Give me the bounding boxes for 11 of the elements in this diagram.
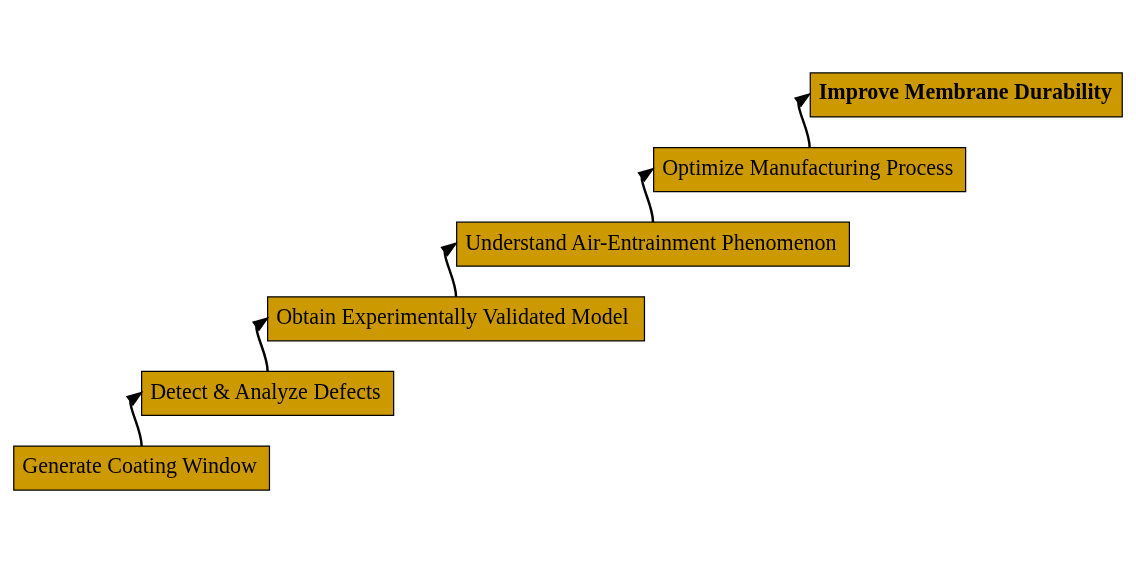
- arrow: [793, 92, 812, 148]
- node-box: Generate Coating Window: [13, 445, 271, 491]
- arrow: [251, 316, 270, 372]
- node-box: Optimize Manufacturing Process: [653, 146, 967, 193]
- node-box: Improve Membrane Durability: [809, 72, 1123, 118]
- node-box: Obtain Experimentally Validated Model: [267, 296, 646, 342]
- arrow: [440, 242, 458, 297]
- node-box: Detect & Analyze Defects: [141, 370, 395, 417]
- arrow: [125, 391, 144, 447]
- node-box: Understand Air-Entrainment Phenomenon: [456, 221, 850, 267]
- arrow: [637, 167, 655, 223]
